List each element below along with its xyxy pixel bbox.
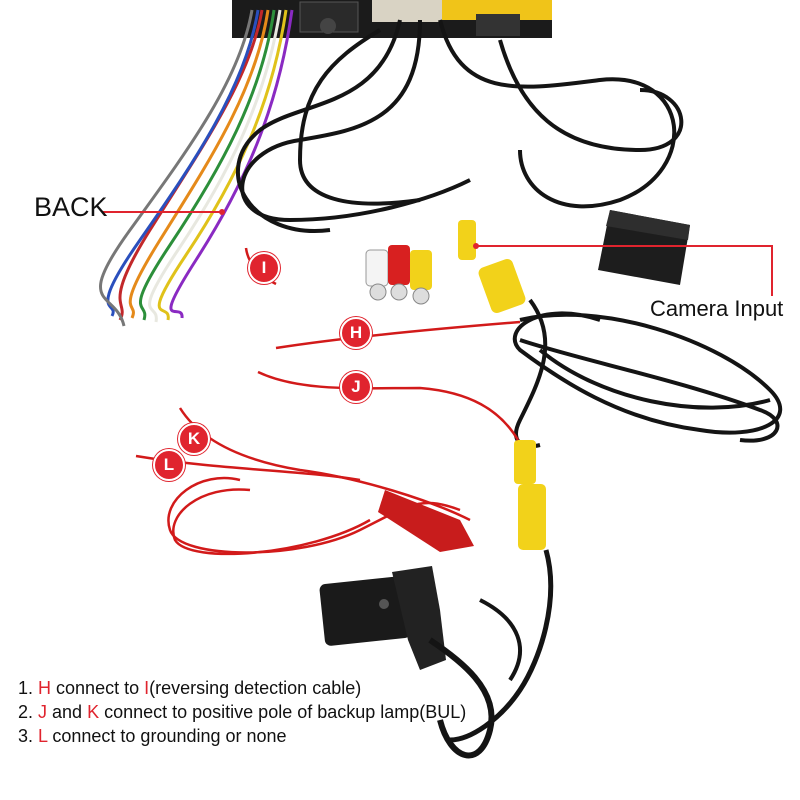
camera-input-label: Camera Input xyxy=(650,296,784,321)
back-label: BACK xyxy=(34,192,108,222)
note-text: connect to xyxy=(51,678,145,698)
power-connector xyxy=(378,490,474,552)
marker-k: K xyxy=(178,423,210,455)
note-number: 2. xyxy=(18,702,34,722)
leader-lines xyxy=(102,211,773,296)
head-unit xyxy=(232,0,552,38)
note-number: 1. xyxy=(18,678,34,698)
black-cables xyxy=(235,19,783,449)
note-key: L xyxy=(38,726,48,746)
backup-camera xyxy=(319,549,554,759)
rca-connectors xyxy=(365,220,546,550)
instruction-list: 1. H connect to I(reversing detection ca… xyxy=(18,676,466,748)
note-key-2: K xyxy=(87,702,100,722)
instruction-2: 2. J and K connect to positive pole of b… xyxy=(18,700,466,724)
note-rest: connect to positive pole of backup lamp(… xyxy=(99,702,467,722)
note-rest: (reversing detection cable) xyxy=(149,678,362,698)
wire-harness xyxy=(99,9,294,327)
note-key-2: I xyxy=(144,678,150,698)
note-key: J xyxy=(38,702,48,722)
gps-antenna xyxy=(598,210,690,285)
instruction-3: 3. L connect to grounding or none xyxy=(18,724,466,748)
note-key: H xyxy=(38,678,52,698)
marker-l: L xyxy=(153,449,185,481)
note-number: 3. xyxy=(18,726,34,746)
instruction-1: 1. H connect to I(reversing detection ca… xyxy=(18,676,466,700)
note-text: and xyxy=(47,702,88,722)
red-wires xyxy=(135,247,521,556)
note-text: connect to grounding or none xyxy=(47,726,287,746)
marker-j: J xyxy=(340,371,372,403)
marker-i: I xyxy=(248,252,280,284)
marker-h: H xyxy=(340,317,372,349)
